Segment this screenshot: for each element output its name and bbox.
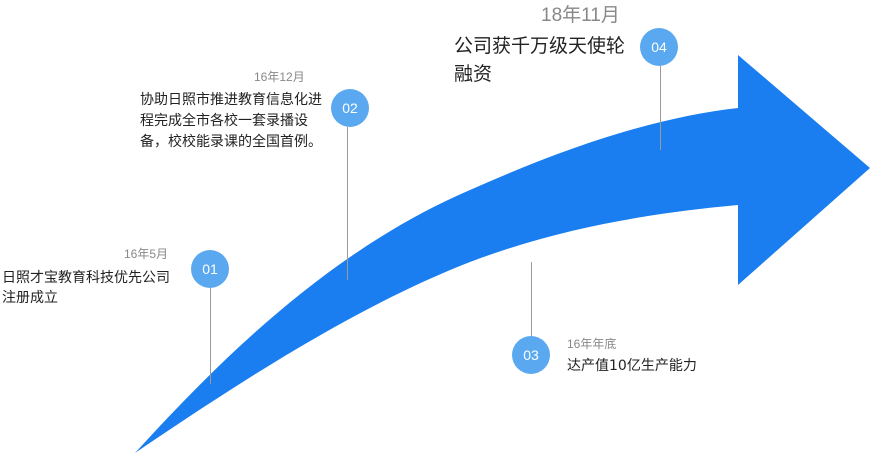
milestone-03-badge: 03 (512, 336, 550, 374)
milestone-02-text: 协助日照市推进教育信息化进程完成全市各校一套录播设备，校校能录课的全国首例。 (140, 92, 322, 150)
growth-arrow-shape (135, 55, 870, 453)
milestone-01-badge: 01 (191, 250, 229, 288)
milestone-03-date: 16年年底 (567, 337, 617, 351)
milestone-04-badge: 04 (640, 28, 678, 66)
milestone-02-badge: 02 (331, 89, 369, 127)
milestone-04-connector (660, 66, 661, 150)
milestone-01-text: 日照才宝教育科技优先公司注册成立 (2, 270, 170, 306)
milestone-04-date: 18年11月 (541, 5, 620, 26)
milestone-01-connector (210, 288, 211, 384)
milestone-03-text: 达产值10亿生产能力 (567, 358, 697, 374)
milestone-03-connector (531, 262, 532, 336)
milestone-01-date: 16年5月 (124, 247, 169, 261)
milestone-02-date: 16年12月 (254, 70, 305, 84)
milestone-02-connector (347, 127, 348, 280)
milestone-04-text: 公司获千万级天使轮融资 (454, 35, 626, 85)
